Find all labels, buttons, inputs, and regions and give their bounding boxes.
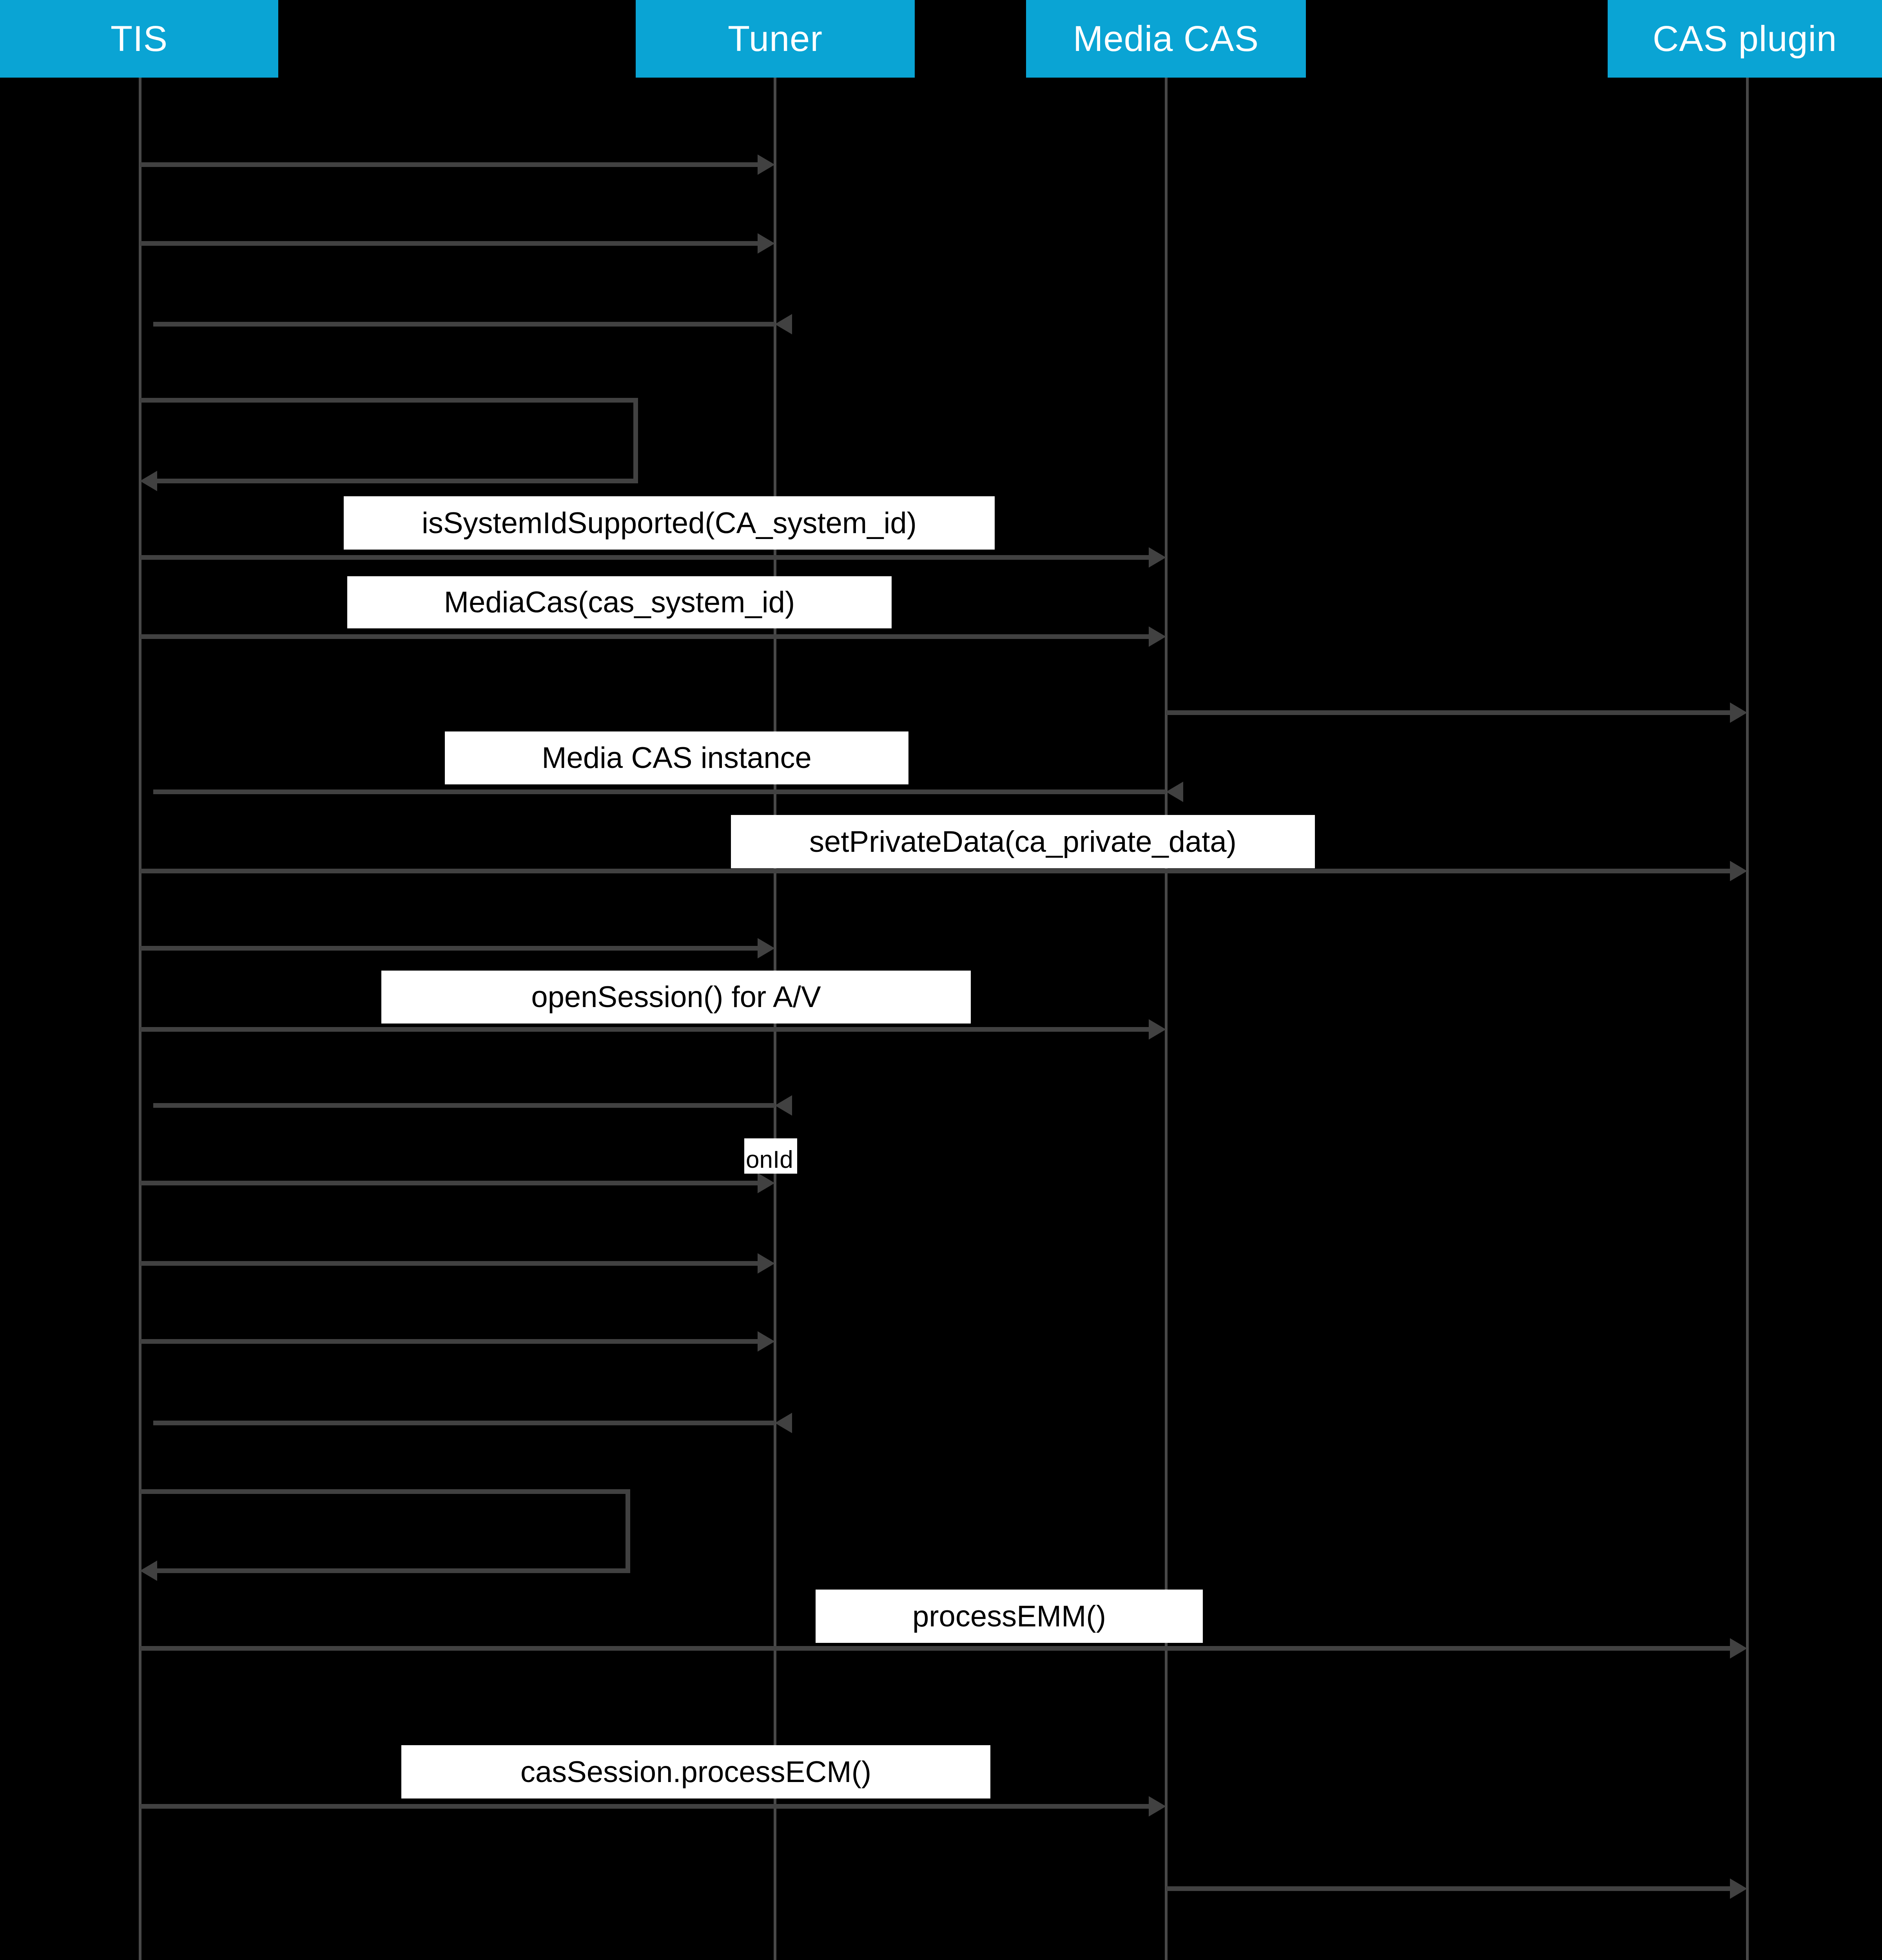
arrow-head-icon <box>775 1095 792 1116</box>
self-loop-top-line <box>140 398 638 403</box>
arrow-head-icon <box>758 154 775 175</box>
lifeline-tis <box>139 78 141 1960</box>
message-arrow-line <box>1166 710 1734 715</box>
message-arrow-line <box>140 1646 1734 1651</box>
message-label: openSession() for A/V <box>381 971 971 1024</box>
message-label: processEMM() <box>816 1590 1203 1643</box>
arrow-head-icon <box>758 1253 775 1274</box>
arrow-head-icon <box>1730 702 1747 723</box>
floating-label: onId <box>744 1138 797 1174</box>
message-label: setPrivateData(ca_private_data) <box>731 815 1315 868</box>
self-loop-vertical-line <box>626 1489 630 1573</box>
arrow-head-icon <box>140 471 157 491</box>
arrow-head-icon <box>1166 782 1183 802</box>
actor-box-media-cas: Media CAS <box>1026 0 1306 78</box>
message-arrow-line <box>140 162 762 167</box>
arrow-head-icon <box>1149 1019 1166 1040</box>
arrow-head-icon <box>775 314 792 334</box>
message-arrow-line <box>153 1421 775 1425</box>
self-loop-bottom-line <box>153 479 638 483</box>
arrow-head-icon <box>775 1413 792 1433</box>
arrow-head-icon <box>1730 1878 1747 1899</box>
message-arrow-line <box>1166 1886 1734 1891</box>
arrow-head-icon <box>758 1331 775 1352</box>
message-arrow-line <box>140 241 762 246</box>
actor-box-cas-plugin: CAS plugin <box>1608 0 1882 78</box>
arrow-head-icon <box>1149 547 1166 568</box>
message-arrow-line <box>140 1181 762 1185</box>
arrow-head-icon <box>1730 1638 1747 1659</box>
message-arrow-line <box>140 1804 1153 1809</box>
self-loop-bottom-line <box>153 1568 630 1573</box>
arrow-head-icon <box>758 1173 775 1193</box>
message-arrow-line <box>153 322 775 327</box>
message-arrow-line <box>140 1339 762 1344</box>
message-arrow-line <box>140 1027 1153 1032</box>
message-label: Media CAS instance <box>445 731 908 784</box>
self-loop-vertical-line <box>633 398 638 483</box>
lifeline-media-cas <box>1165 78 1168 1960</box>
message-label: MediaCas(cas_system_id) <box>347 576 892 628</box>
message-arrow-line <box>140 946 762 951</box>
arrow-head-icon <box>1149 626 1166 647</box>
message-label: isSystemIdSupported(CA_system_id) <box>344 496 995 550</box>
message-arrow-line <box>140 555 1153 560</box>
arrow-head-icon <box>140 1561 157 1581</box>
arrow-head-icon <box>758 938 775 958</box>
arrow-head-icon <box>758 233 775 254</box>
message-arrow-line <box>140 634 1153 639</box>
arrow-head-icon <box>1730 861 1747 881</box>
message-arrow-line <box>153 1103 775 1108</box>
message-arrow-line <box>140 1261 762 1266</box>
message-arrow-line <box>153 789 1166 794</box>
actor-box-tis: TIS <box>0 0 278 78</box>
lifeline-cas-plugin <box>1746 78 1749 1960</box>
actor-box-tuner: Tuner <box>636 0 915 78</box>
self-loop-top-line <box>140 1489 630 1494</box>
message-label: casSession.processECM() <box>401 1745 990 1798</box>
message-arrow-line <box>140 869 1734 873</box>
arrow-head-icon <box>1149 1796 1166 1817</box>
